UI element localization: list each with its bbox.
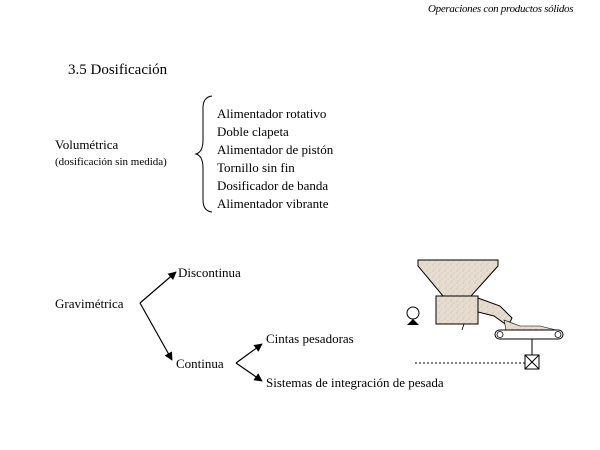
hopper-top [417,259,499,297]
belt-roller-left [496,331,504,338]
arrow-cintas [235,343,263,364]
sensor-base [407,319,419,325]
continuous-type-integration: Sistemas de integración de pesada [266,375,444,390]
list-item: Alimentador de pistón [217,142,334,157]
arrow-continua [139,302,173,361]
belt-roller-right [554,331,562,338]
hopper-body [435,295,479,325]
sensor-circle [406,306,420,320]
arrow-sistemas [235,362,263,382]
volumetric-title: Volumétrica [55,137,119,152]
load-cell-cross-b [524,354,540,370]
conveyor-belt [494,329,564,340]
continuous-label: Continua [176,356,224,371]
continuous-type-belt: Cintas pesadoras [266,331,354,346]
list-item: Dosificador de banda [217,178,329,193]
material-stream [503,319,557,331]
list-item: Alimentador rotativo [217,106,327,121]
volumetric-list: Alimentador rotativo Doble clapeta Alime… [217,105,333,213]
hopper-gate [461,323,465,331]
gravimetric-title: Gravimétrica [55,296,124,311]
list-item: Alimentador vibrante [217,196,329,211]
discontinuous-label: Discontinua [178,265,241,280]
list-item: Tornillo sin fin [217,160,295,175]
section-title: 3.5 Dosificación [68,62,168,78]
arrow-discontinua [139,271,177,304]
belt-weigher-illustration [406,259,564,370]
page-header: Operaciones con productos sólidos [428,3,574,15]
volumetric-subtitle: (dosificación sin medida) [55,156,167,168]
list-item: Doble clapeta [217,124,289,139]
curly-brace [194,95,213,213]
